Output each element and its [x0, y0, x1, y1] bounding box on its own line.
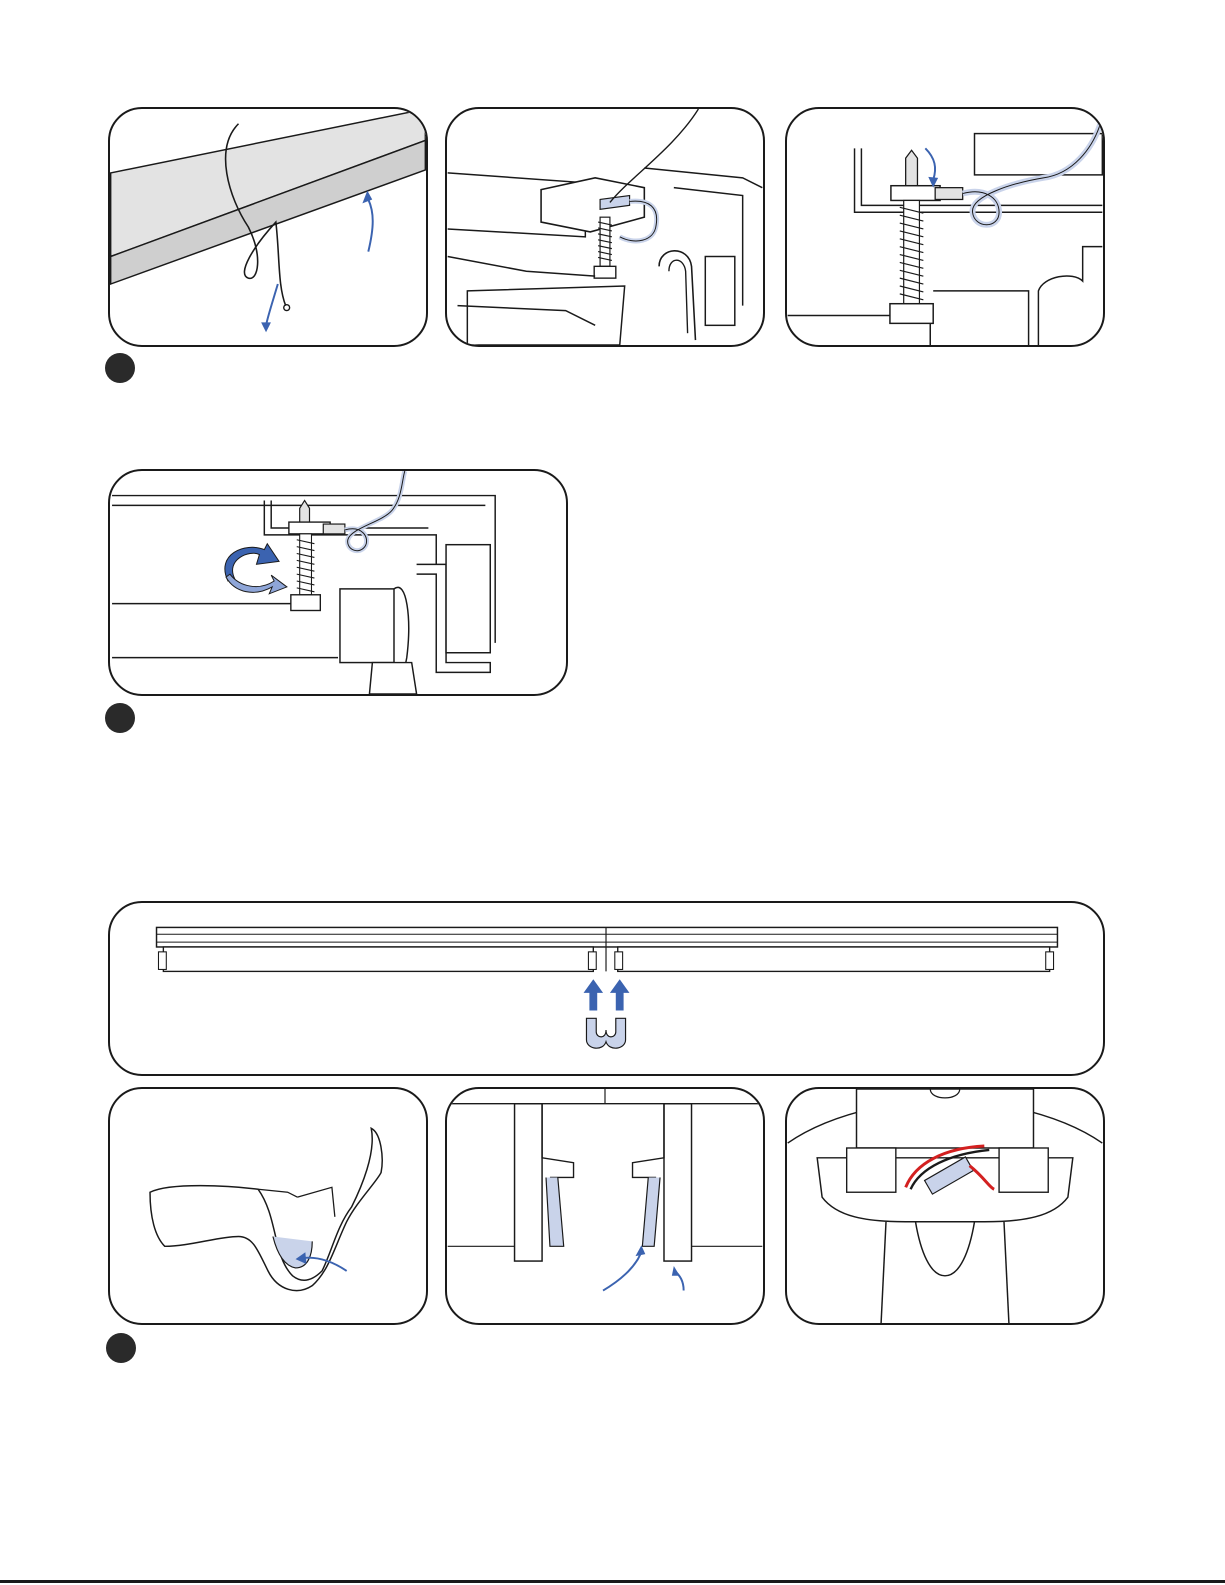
wire-connector-illustration	[787, 1089, 1103, 1323]
joiner-clip-illustration	[110, 1089, 426, 1323]
step3-panel-fixture-overview	[108, 901, 1105, 1076]
tighten-ground-screw-illustration	[110, 471, 566, 694]
ground-wire-screw-bracket-illustration	[447, 109, 763, 345]
step3-panel-wire-connector	[785, 1087, 1105, 1325]
step-marker-3	[106, 1333, 136, 1363]
screw-thread	[598, 217, 612, 266]
step1-panel-wire-loop	[108, 107, 428, 347]
ground-screw-closeup-illustration	[787, 109, 1103, 345]
joiner-clip-fit-illustration	[447, 1089, 763, 1323]
step1-panel-ground-bracket	[445, 107, 765, 347]
step-marker-2	[105, 703, 135, 733]
step1-panel-screw-closeup	[785, 107, 1105, 347]
step3-panel-joiner-clip	[108, 1087, 428, 1325]
step-marker-1	[105, 353, 135, 383]
up-arrow-icon	[584, 979, 630, 1010]
page-bottom-rule	[0, 1580, 1225, 1583]
step2-panel-tighten-screw	[108, 469, 568, 696]
joiner-clip-icon	[586, 1018, 625, 1048]
wire-loop-under-beam-illustration	[110, 109, 426, 345]
fixture-joiner-overview-illustration	[110, 903, 1103, 1074]
rotate-arrow-icon	[225, 544, 287, 594]
step3-panel-clip-fit	[445, 1087, 765, 1325]
